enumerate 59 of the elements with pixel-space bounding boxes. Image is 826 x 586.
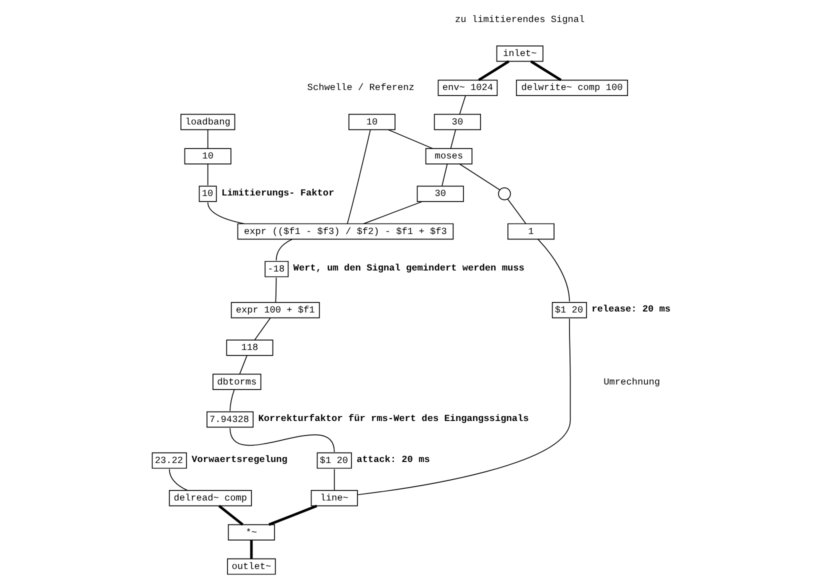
node-box: $1 20 [316,452,352,469]
node-box: 7.94328 [206,411,254,428]
node-box: line~ [310,490,358,506]
node-label: Wert, um den Signal gemindert werden muss [293,262,524,274]
node-box: 10 [184,148,232,164]
node-circle [498,187,511,200]
connector [357,318,571,496]
node-label: Vorwaertsregelung [192,454,288,466]
node-box: outlet~ [227,558,276,575]
connector [254,317,271,340]
node-box: moses [425,148,472,164]
connector [388,129,434,149]
node-box: expr (($f1 - $f3) / $f2) - $f1 + $f3 [237,223,454,240]
node-box: inlet~ [496,46,544,62]
connector [442,164,448,186]
connector [239,355,248,375]
connector [207,129,208,149]
node-box: 118 [226,340,274,356]
connector [168,468,188,491]
label: Umrechnung [604,376,660,388]
node-box: 23.22 [152,452,187,469]
connector [268,504,318,526]
node-box: loadbang [180,114,236,130]
connector [363,201,422,224]
node-box: delwrite~ comp 100 [516,80,628,96]
connector [459,95,466,115]
node-box: 10 [348,114,396,130]
node-box: 30 [416,186,464,202]
connector [230,428,335,452]
connector [507,198,526,224]
connector [230,389,235,412]
node-box: dbtorms [212,374,262,390]
connector [478,60,510,82]
node-label: release: 20 ms [592,304,671,315]
node-box: env~ 1024 [438,80,498,96]
node-label: Limitierungs- Faktor [222,187,334,198]
node-box: *~ [228,524,275,540]
connector [334,468,335,491]
connector [459,164,500,190]
connector [346,130,371,224]
connector [276,238,293,261]
label: Schwelle / Referenz [307,82,414,94]
connector [207,164,208,186]
connector [530,60,562,82]
node-box: 30 [434,114,481,130]
connector [275,277,277,303]
node-label: Korrekturfaktor für rms-Wert des Eingangssignals [258,413,529,424]
connector [450,129,456,149]
label: zu limitierendes Signal [455,14,585,25]
node-box: delread~ comp [168,490,252,506]
connector [207,202,245,224]
connector [538,238,570,302]
node-box: -18 [264,260,289,278]
node-box: expr 100 + $f1 [230,302,320,318]
node-box: $1 20 [552,302,587,318]
node-box: 10 [198,186,217,202]
connector [250,540,253,559]
node-label: attack: 20 ms [356,454,430,466]
node-box: 1 [507,223,554,240]
